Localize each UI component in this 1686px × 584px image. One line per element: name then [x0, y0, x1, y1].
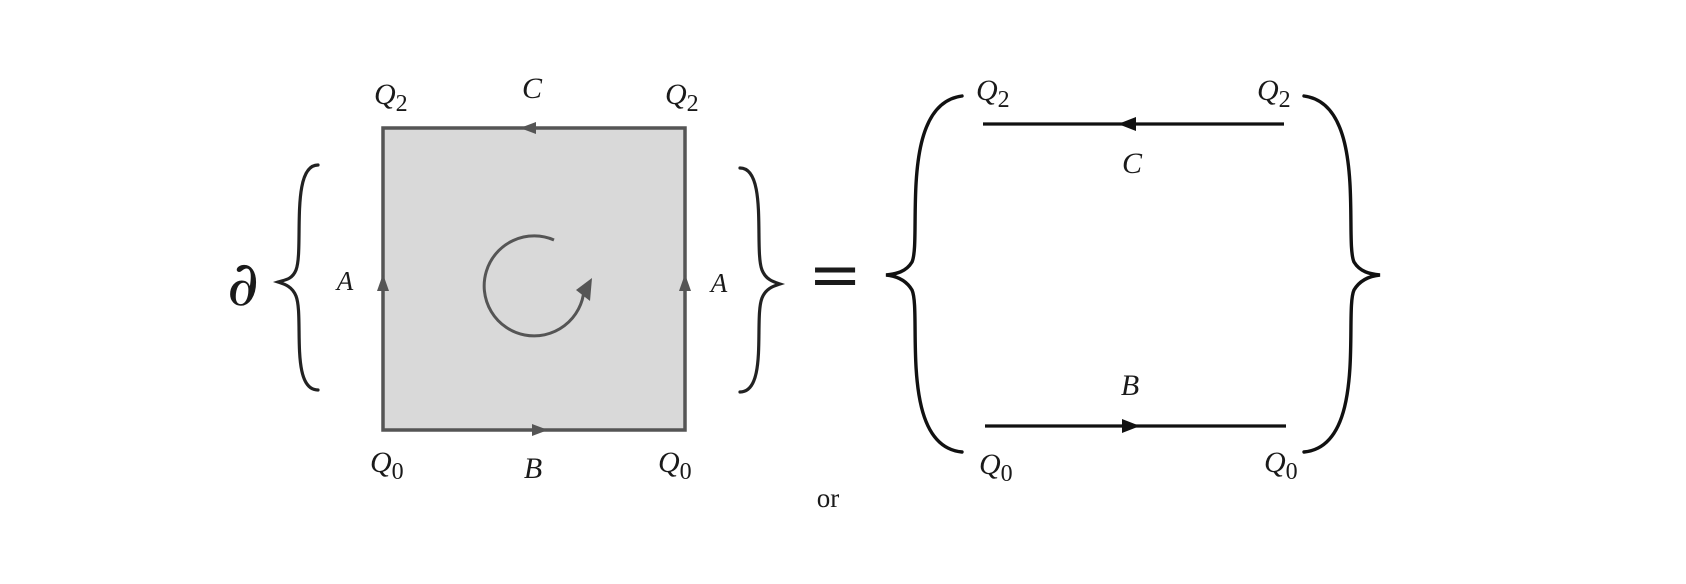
- top-path-arrow-icon: [1118, 117, 1136, 131]
- bottom-edge-arrow-icon: [532, 424, 548, 436]
- right-top-left-corner-label: Q2: [976, 74, 1010, 113]
- left-top-left-corner-label: Q2: [374, 78, 408, 117]
- left-open-brace: [272, 163, 320, 392]
- right-edge-arrow-icon: [679, 274, 691, 291]
- shaded-square: [381, 126, 687, 432]
- orientation-arrow-icon: [482, 234, 586, 338]
- equals-sign: =: [808, 238, 862, 312]
- left-top-right-corner-label: Q2: [665, 78, 699, 117]
- bottom-path-label: B: [1121, 369, 1139, 402]
- left-figure: ∂ Q2 Q2 Q0 Q0 C B A A: [227, 72, 786, 485]
- right-edge-label: A: [709, 268, 728, 298]
- left-bottom-left-corner-label: Q0: [370, 446, 404, 485]
- right-top-right-corner-label: Q2: [1257, 74, 1291, 113]
- right-figure: Q2 Q2 Q0 Q0 C B: [885, 74, 1381, 487]
- bottom-edge-label: B: [524, 452, 542, 485]
- left-edge-arrow-icon: [377, 274, 389, 291]
- boundary-operator: ∂: [227, 247, 259, 320]
- left-edge-label: A: [335, 266, 354, 296]
- right-open-brace: [885, 94, 964, 454]
- orientation-arrowhead-icon: [576, 278, 592, 301]
- right-close-brace: [1302, 94, 1381, 454]
- left-bottom-right-corner-label: Q0: [658, 446, 692, 485]
- right-bottom-left-corner-label: Q0: [979, 448, 1013, 487]
- right-bottom-right-corner-label: Q0: [1264, 446, 1298, 485]
- top-edge-arrow-icon: [520, 122, 536, 134]
- left-close-brace: [738, 166, 786, 394]
- top-edge-label: C: [522, 72, 543, 105]
- bottom-path-arrow-icon: [1122, 419, 1140, 433]
- top-path-label: C: [1122, 147, 1143, 180]
- caption-or: or: [817, 483, 840, 513]
